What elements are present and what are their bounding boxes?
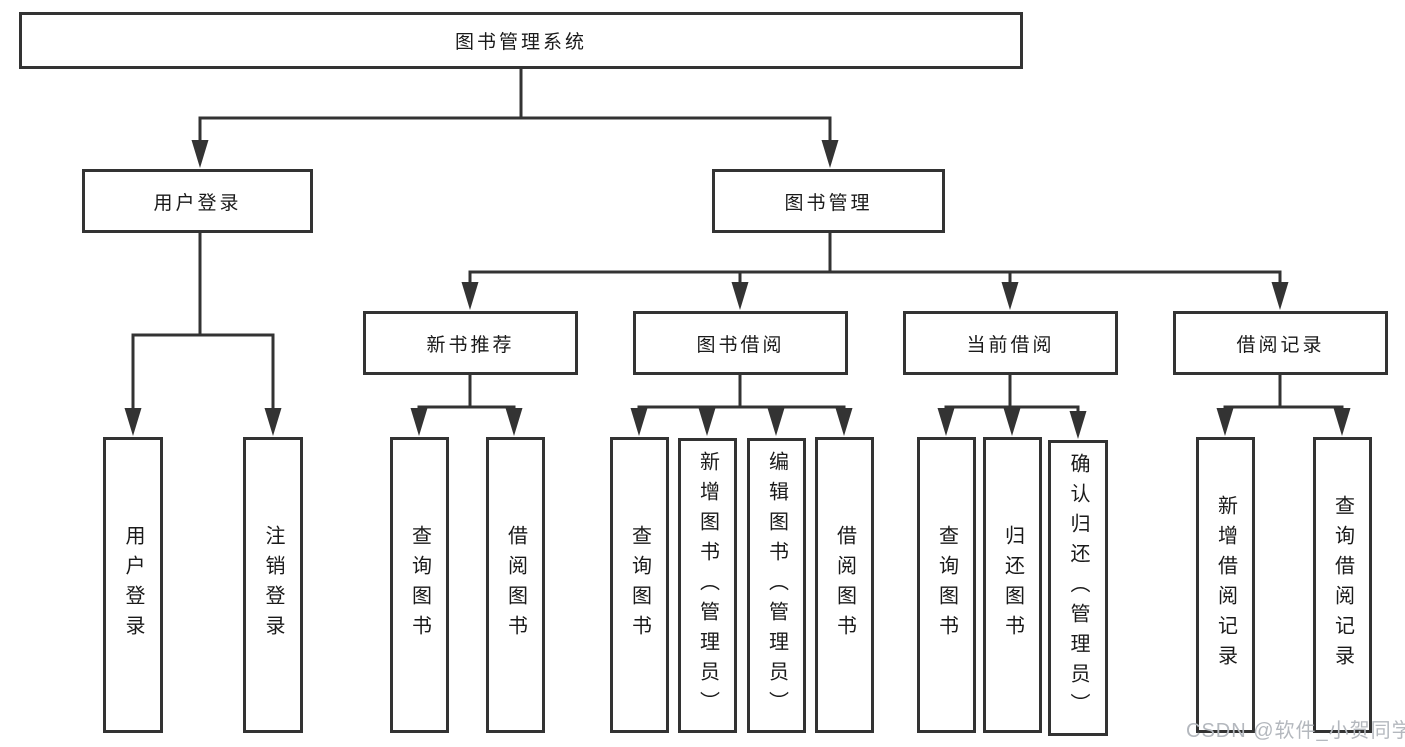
node-borrowing-records-label: 借阅记录 <box>1236 334 1325 356</box>
leaf-add-book-admin: 新增图书（管理员） <box>678 438 737 733</box>
leaf-query-books-borrowing-label: 查询图书 <box>628 525 651 645</box>
leaf-borrow-books-borrowing-label: 借阅图书 <box>833 525 856 645</box>
leaf-logout: 注销登录 <box>243 437 303 733</box>
leaf-add-borrow-record: 新增借阅记录 <box>1196 437 1255 733</box>
leaf-logout-label: 注销登录 <box>262 525 284 645</box>
leaf-query-borrow-record: 查询借阅记录 <box>1313 437 1372 733</box>
leaf-edit-book-admin-label: 编辑图书（管理员） <box>765 450 788 721</box>
node-book-management-label: 图书管理 <box>784 192 873 214</box>
node-new-book-recommendation-label: 新书推荐 <box>426 334 515 356</box>
leaf-edit-book-admin: 编辑图书（管理员） <box>747 438 806 733</box>
leaf-return-books-label: 归还图书 <box>1001 525 1024 645</box>
leaf-query-books-current: 查询图书 <box>917 437 976 733</box>
leaf-confirm-return-admin: 确认归还（管理员） <box>1048 440 1108 736</box>
leaf-user-login: 用户登录 <box>103 437 163 733</box>
node-book-management: 图书管理 <box>712 169 945 233</box>
node-book-borrowing-label: 图书借阅 <box>696 334 785 356</box>
node-root-label: 图书管理系统 <box>454 32 587 53</box>
leaf-return-books: 归还图书 <box>983 437 1042 733</box>
node-current-borrowing: 当前借阅 <box>903 311 1118 375</box>
node-book-borrowing: 图书借阅 <box>633 311 848 375</box>
csdn-watermark: CSDN @软件_小贺同学 <box>1186 720 1405 742</box>
leaf-add-borrow-record-label: 新增借阅记录 <box>1214 495 1237 675</box>
arrowheads <box>124 140 1351 439</box>
leaf-query-books-current-label: 查询图书 <box>935 525 958 645</box>
leaf-query-borrow-record-label: 查询借阅记录 <box>1331 495 1354 675</box>
leaf-query-books-borrowing: 查询图书 <box>610 437 669 733</box>
node-user-login: 用户登录 <box>82 169 313 233</box>
node-borrowing-records: 借阅记录 <box>1173 311 1388 375</box>
leaf-user-login-label: 用户登录 <box>122 525 144 645</box>
leaf-query-books-recommend-label: 查询图书 <box>408 525 431 645</box>
node-root: 图书管理系统 <box>19 12 1023 69</box>
node-new-book-recommendation: 新书推荐 <box>363 311 578 375</box>
node-current-borrowing-label: 当前借阅 <box>966 334 1055 356</box>
leaf-borrow-books-recommend-label: 借阅图书 <box>504 525 527 645</box>
leaf-add-book-admin-label: 新增图书（管理员） <box>696 450 719 721</box>
leaf-query-books-recommend: 查询图书 <box>390 437 449 733</box>
node-user-login-label: 用户登录 <box>153 192 242 214</box>
leaf-borrow-books-recommend: 借阅图书 <box>486 437 545 733</box>
leaf-confirm-return-admin-label: 确认归还（管理员） <box>1067 453 1089 723</box>
leaf-borrow-books-borrowing: 借阅图书 <box>815 437 874 733</box>
